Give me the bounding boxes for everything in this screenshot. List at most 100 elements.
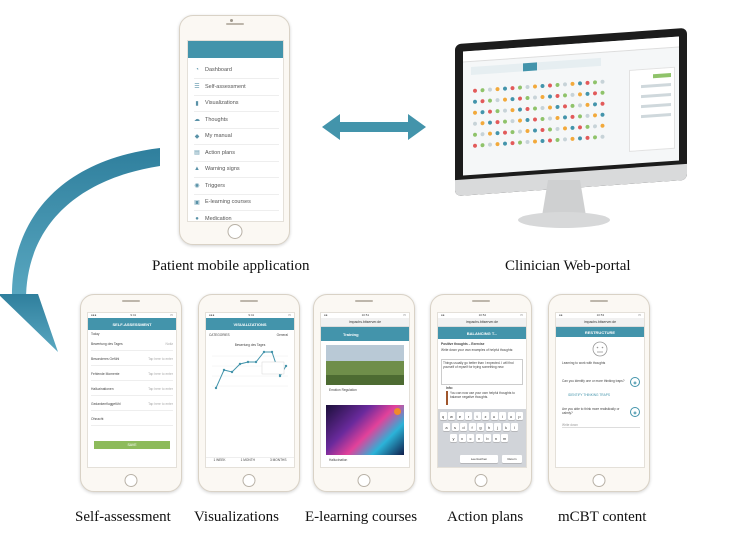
heatmap-cell: [563, 137, 567, 142]
web-portal-screen: [463, 36, 679, 176]
heatmap-cell: [570, 92, 575, 97]
category-select[interactable]: General: [276, 333, 288, 337]
heatmap-cell: [488, 142, 492, 147]
key[interactable]: d: [460, 423, 467, 431]
url-bar[interactable]: impachs.bitserver.de: [438, 318, 526, 327]
assessment-label: Gedankenfluggefühl: [91, 402, 121, 406]
key[interactable]: l: [511, 423, 518, 431]
menu-item-medication[interactable]: ●Medication: [194, 211, 279, 222]
key[interactable]: s: [451, 423, 459, 431]
key[interactable]: w: [448, 412, 455, 420]
caption-visualizations: Visualizations: [194, 509, 279, 525]
heatmap-cell: [548, 105, 552, 110]
url-bar[interactable]: impachs.bitserver.de: [321, 318, 409, 327]
chart-point: [238, 362, 242, 366]
menu-item-e-learning-courses[interactable]: ▣E-learning courses: [194, 194, 279, 211]
heatmap-cell: [525, 118, 530, 123]
return-key[interactable]: Return: [502, 455, 522, 463]
course-card-hallucination[interactable]: [326, 405, 404, 455]
key[interactable]: h: [485, 423, 493, 431]
key[interactable]: o: [507, 412, 515, 420]
eye-icon[interactable]: ◉: [630, 377, 640, 387]
course-card-emotion[interactable]: [326, 345, 404, 385]
heatmap-cell: [495, 87, 500, 92]
key[interactable]: p: [516, 412, 523, 420]
key[interactable]: e: [456, 412, 464, 420]
heatmap-cell: [473, 110, 477, 115]
key[interactable]: c: [467, 434, 474, 442]
chart-point: [262, 350, 266, 354]
restructure-title: RESTRUCTURE: [556, 327, 644, 337]
key[interactable]: r: [465, 412, 472, 420]
key[interactable]: q: [439, 412, 447, 420]
tab-range[interactable]: 1 MONTH: [240, 458, 255, 462]
heatmap-cell: [563, 115, 567, 120]
heatmap-cell: [563, 126, 567, 131]
menu-item-my-manual[interactable]: ◆My manual: [194, 128, 279, 145]
balancing-title: BALANCING T...: [438, 327, 526, 339]
menu-item-label: Action plans: [205, 149, 235, 156]
home-button[interactable]: [592, 474, 606, 487]
heatmap-cell: [480, 121, 485, 126]
menu-item-action-plans[interactable]: ▤Action plans: [194, 145, 279, 162]
key[interactable]: y: [450, 434, 457, 442]
training-title: Training: [321, 327, 409, 341]
assessment-label: Besonderes Gefühl: [91, 357, 120, 361]
key[interactable]: k: [502, 423, 510, 431]
menu-item-label: My manual: [205, 133, 232, 139]
url-bar[interactable]: impachs.bitserver.de: [556, 318, 644, 327]
menu-item-self-assessment[interactable]: ☰Self-assessment: [194, 79, 279, 96]
heatmap-cell: [473, 143, 477, 148]
key[interactable]: a: [443, 423, 450, 431]
home-button[interactable]: [242, 474, 256, 487]
home-button[interactable]: [357, 474, 371, 487]
phone-visualizations: ●●●9:41▭ VISUALIZATIONS CATEGORIES Gener…: [198, 294, 300, 492]
heatmap-cell: [503, 97, 507, 102]
home-button[interactable]: [124, 474, 138, 487]
home-button[interactable]: [227, 224, 242, 239]
identify-traps-link[interactable]: IDENTIFY THINKING TRAPS: [568, 393, 610, 397]
menu-item-visualizations[interactable]: ▮Visualizations: [194, 95, 279, 112]
save-button[interactable]: SAVE: [94, 441, 170, 449]
chart-point: [270, 350, 274, 354]
assessment-row[interactable]: Ohnacht: [91, 413, 173, 426]
heatmap-cell: [563, 104, 567, 109]
key[interactable]: x: [458, 434, 466, 442]
heatmap-cell: [503, 119, 507, 124]
thought-entry[interactable]: Things usually go better than I expected…: [441, 359, 523, 385]
space-key[interactable]: Leerzeichen: [460, 455, 498, 463]
menu-item-thoughts[interactable]: ☁Thoughts: [194, 112, 279, 129]
menu-item-dashboard[interactable]: ◔Dashboard: [194, 62, 279, 79]
menu-item-label: Visualizations: [205, 100, 239, 106]
assessment-hint: Notiz: [165, 342, 173, 346]
tab-range[interactable]: 1 WEEK: [213, 458, 226, 462]
key[interactable]: g: [477, 423, 484, 431]
heatmap-cell: [495, 120, 500, 125]
key[interactable]: v: [475, 434, 483, 442]
home-button[interactable]: [474, 474, 488, 487]
heatmap-cell: [593, 113, 597, 118]
menu-item-triggers[interactable]: ◉Triggers: [194, 178, 279, 195]
key[interactable]: t: [473, 412, 481, 420]
heatmap-cell: [480, 143, 485, 148]
double-arrow-icon: [322, 114, 426, 140]
key[interactable]: z: [482, 412, 489, 420]
menu-item-warning-signs[interactable]: ▲Warning signs: [194, 161, 279, 178]
key[interactable]: u: [490, 412, 498, 420]
write-down-input[interactable]: Write down: [562, 423, 640, 428]
assessment-label: Ohnacht: [91, 417, 104, 421]
key[interactable]: n: [492, 434, 500, 442]
key[interactable]: m: [501, 434, 508, 442]
key[interactable]: b: [484, 434, 491, 442]
key[interactable]: j: [494, 423, 501, 431]
eye-icon-2[interactable]: ◉: [630, 407, 640, 417]
key[interactable]: f: [468, 423, 476, 431]
key[interactable]: i: [499, 412, 506, 420]
heatmap-cell: [540, 127, 545, 132]
tab-range[interactable]: 3 MONTHS: [269, 458, 287, 462]
